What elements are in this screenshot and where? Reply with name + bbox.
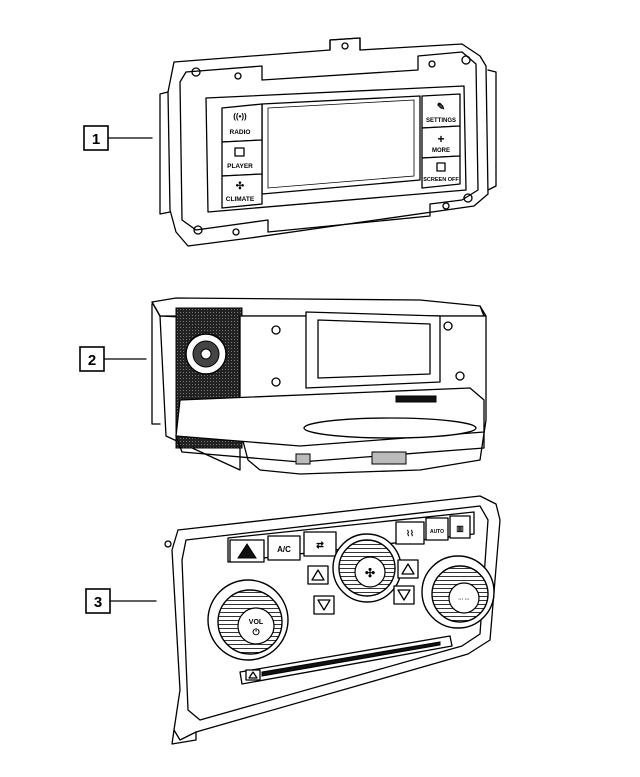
temp-up-left-button[interactable] xyxy=(307,565,329,585)
bezel-top-tab xyxy=(329,37,361,51)
panel-clip-left xyxy=(164,540,172,548)
cooling-fan-hub xyxy=(200,348,212,360)
auto-button[interactable] xyxy=(425,517,449,541)
screen-off-icon xyxy=(436,162,446,172)
radio-button-label: RADIO xyxy=(230,129,251,136)
center-climate-knob[interactable]: ✣ xyxy=(332,533,402,603)
chassis-screw-4 xyxy=(455,371,465,381)
auto-button-label: AUTO xyxy=(430,529,444,535)
chassis-front-window xyxy=(305,311,441,389)
panel-bottom-tab xyxy=(171,729,197,745)
part-2-radio-chassis xyxy=(151,297,487,475)
display-screen-inner xyxy=(267,99,415,189)
screen-off-button-label: SCREEN OFF xyxy=(423,177,459,183)
chassis-screw-2 xyxy=(271,377,281,387)
right-button-column: ✎ SETTINGS + MORE SCREEN OFF xyxy=(421,93,461,189)
callout-2-label: 2 xyxy=(88,352,96,369)
cd-slot-opening xyxy=(261,641,441,677)
rear-defrost-icon: ▥ xyxy=(456,524,464,533)
bezel-right-ear xyxy=(487,69,497,191)
climate-button[interactable] xyxy=(221,173,263,209)
volume-label: VOL xyxy=(249,619,264,626)
wrench-icon: ✎ xyxy=(437,102,445,113)
hazard-triangle-icon xyxy=(237,543,257,559)
power-icon: ⏻ xyxy=(252,627,260,637)
front-defrost-button[interactable] xyxy=(395,521,425,545)
part-1-display-bezel: ((•)) RADIO PLAYER ✣ CLIMATE ✎ SETTINGS … xyxy=(159,37,497,247)
climate-button-label: CLIMATE xyxy=(226,196,255,203)
temp-up-right-button[interactable] xyxy=(397,559,419,579)
mount-hole-br xyxy=(463,193,473,203)
temp-down-right-button[interactable] xyxy=(393,585,415,605)
callout-1-box xyxy=(83,125,109,151)
left-bracket xyxy=(151,303,161,425)
right-bracket xyxy=(479,305,485,317)
recirculation-button[interactable] xyxy=(303,531,337,557)
volume-knob[interactable]: VOL ⏻ xyxy=(207,579,289,661)
bottom-tab xyxy=(295,453,311,465)
display-screen xyxy=(261,95,421,195)
mount-hole-d xyxy=(442,202,450,210)
bottom-connector xyxy=(371,451,407,465)
radio-icon: ((•)) xyxy=(233,112,247,121)
recirculation-car-icon: ⇄ xyxy=(316,540,324,550)
climate-fan-icon: ✣ xyxy=(236,181,245,192)
bezel-inner-step xyxy=(179,51,479,233)
mount-hole-c xyxy=(232,228,240,236)
settings-button-label: SETTINGS xyxy=(426,118,456,124)
mount-hole-bl xyxy=(193,225,203,235)
up-arrow-icon xyxy=(311,569,325,581)
mount-hole-b xyxy=(428,60,436,68)
part-3-control-panel: A/C ⇄ ⌇⌇ AUTO ▥ ✣ VOL xyxy=(164,495,501,745)
radio-button[interactable] xyxy=(221,103,263,143)
center-knob-cap xyxy=(354,556,386,588)
mount-hole-tl xyxy=(191,67,201,77)
volume-knob-cap xyxy=(237,607,275,645)
down-arrow-icon-right xyxy=(397,589,411,601)
temp-down-left-button[interactable] xyxy=(313,595,335,615)
mount-hole-a xyxy=(234,72,242,80)
callout-3: 3 xyxy=(85,588,157,614)
more-button-label: MORE xyxy=(432,148,450,154)
bezel-tab-hole xyxy=(341,42,349,50)
front-defrost-icon: ⌇⌇ xyxy=(406,529,414,538)
player-button[interactable] xyxy=(221,139,263,177)
ac-button[interactable] xyxy=(267,535,301,561)
eject-icon xyxy=(248,671,258,679)
player-button-label: PLAYER xyxy=(227,163,253,170)
tune-knob[interactable]: ··· ··· xyxy=(421,555,495,629)
rear-defrost-button[interactable] xyxy=(449,515,471,539)
disc-slot xyxy=(395,395,437,403)
chassis-screw-1 xyxy=(271,325,281,335)
callout-1-label: 1 xyxy=(92,131,100,148)
player-icon xyxy=(234,147,245,157)
screen-off-button[interactable] xyxy=(421,155,461,189)
down-arrow-icon xyxy=(317,599,331,611)
tune-knob-cap xyxy=(448,582,480,614)
mount-hole-tr xyxy=(461,55,471,65)
panel-inner-edge xyxy=(181,505,489,721)
bezel-left-ear xyxy=(159,91,171,215)
callout-1: 1 xyxy=(83,125,153,151)
callout-3-label: 3 xyxy=(94,594,102,611)
tune-knob-marks: ··· ··· xyxy=(458,597,470,603)
chassis-window-inner xyxy=(317,319,431,379)
plus-icon: + xyxy=(437,132,444,146)
ac-button-label: A/C xyxy=(277,545,291,554)
left-button-column: ((•)) RADIO PLAYER ✣ CLIMATE xyxy=(221,103,263,209)
callout-2: 2 xyxy=(79,346,147,372)
fan-icon: ✣ xyxy=(365,566,375,580)
disc xyxy=(303,417,477,439)
chassis-screw-3 xyxy=(443,321,453,331)
up-arrow-icon-right xyxy=(401,563,415,575)
eject-button[interactable] xyxy=(245,669,261,681)
